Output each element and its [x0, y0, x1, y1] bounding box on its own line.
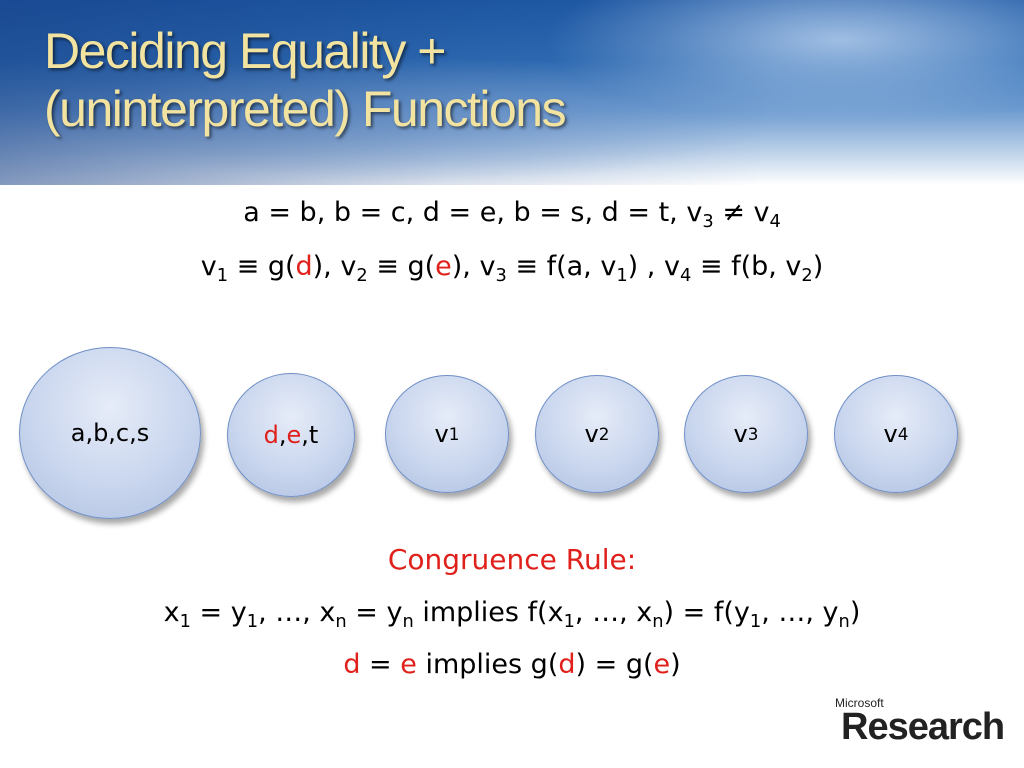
- rule-sub: 1: [179, 611, 191, 633]
- node-label-base: v: [733, 420, 748, 448]
- rule-sub: n: [402, 611, 414, 633]
- rule-sub: 1: [246, 611, 259, 633]
- equation-line-1: a = b, b = c, d = e, b = s, d = t, v3 ≠ …: [0, 196, 1024, 233]
- rule-text: ): [670, 649, 681, 680]
- rule-text: , …, x: [574, 597, 653, 628]
- microsoft-research-logo: Microsoft Research: [835, 696, 1005, 752]
- rule-text: =: [360, 649, 401, 680]
- eq2-text: ≡ g(: [367, 251, 436, 282]
- eq1-text: a = b, b = c, d = e, b = s, d = t, v: [243, 197, 703, 228]
- eq1-sub: 4: [769, 211, 781, 233]
- rule-sub: n: [652, 611, 664, 633]
- logo-division: Research: [841, 706, 1005, 748]
- title-line-2: (uninterpreted) Functions: [44, 81, 567, 137]
- node-label-base: v: [584, 420, 599, 448]
- eq1-text: ≠ v: [713, 197, 770, 228]
- congruence-rule-heading: Congruence Rule:: [387, 543, 637, 576]
- logo-company: Microsoft: [835, 696, 884, 710]
- node-label-e: e: [286, 421, 302, 449]
- node-label-base: v: [434, 420, 449, 448]
- rule-text: ) = f(y: [663, 597, 750, 628]
- eq2-sub: 1: [616, 265, 628, 287]
- rule-text: implies g(: [416, 649, 559, 680]
- rule-sub: 1: [563, 611, 575, 633]
- eq2-text: ), v: [451, 251, 496, 282]
- eq1-sub: 3: [702, 211, 714, 233]
- rule-text: = y: [190, 597, 247, 628]
- rule-sub: n: [335, 611, 347, 633]
- eq2-red-var: e: [435, 251, 452, 282]
- node-label-d: d: [263, 421, 279, 449]
- eq2-sub: 2: [801, 265, 813, 287]
- eq2-red-var: d: [295, 251, 313, 282]
- eq2-text: ≡ f(b, v: [691, 251, 802, 282]
- eq2-sub: 1: [216, 265, 229, 287]
- rule-text: , …, y: [761, 597, 839, 628]
- rule-red-var: e: [400, 649, 417, 680]
- rule-red-var: d: [558, 649, 576, 680]
- rule-red-var: e: [653, 649, 671, 680]
- rule-text: ): [849, 597, 861, 628]
- eq2-sub: 4: [679, 265, 692, 287]
- eq2-text: ≡ g(: [228, 251, 296, 282]
- congruence-rule-line-2: d = e implies g(d) = g(e): [0, 648, 1024, 682]
- eq2-sub: 2: [356, 265, 368, 287]
- eq2-text: ) , v: [627, 251, 680, 282]
- rule-sub: 1: [749, 611, 762, 633]
- rule-text: implies f(x: [413, 597, 564, 628]
- header-background: [0, 0, 1024, 185]
- node-label-comma: ,: [278, 421, 287, 449]
- rule-text: x: [163, 597, 180, 628]
- node-label-t: ,t: [301, 421, 319, 449]
- slide-title: Deciding Equality + (uninterpreted) Func…: [44, 22, 567, 138]
- rule-text: = y: [346, 597, 403, 628]
- eq2-text: ≡ f(a, v: [506, 251, 617, 282]
- congruence-rule-line-1: x1 = y1, …, xn = yn implies f(x1, …, xn)…: [0, 596, 1024, 633]
- node-label: a,b,c,s: [70, 419, 150, 447]
- node-abcs: a,b,c,s: [19, 347, 201, 519]
- eq2-text: ): [812, 251, 824, 282]
- node-label-base: v: [883, 420, 898, 448]
- eq2-sub: 3: [495, 265, 507, 287]
- eq2-text: v: [200, 251, 217, 282]
- equation-line-2: v1 ≡ g(d), v2 ≡ g(e), v3 ≡ f(a, v1) , v4…: [0, 250, 1024, 287]
- eq2-text: ), v: [312, 251, 357, 282]
- rule-red-var: d: [343, 649, 361, 680]
- title-line-1: Deciding Equality +: [44, 23, 446, 79]
- rule-sub: n: [838, 611, 850, 633]
- rule-text: , …, x: [258, 597, 336, 628]
- node-det: d,e,t: [227, 373, 355, 497]
- rule-text: ) = g(: [575, 649, 654, 680]
